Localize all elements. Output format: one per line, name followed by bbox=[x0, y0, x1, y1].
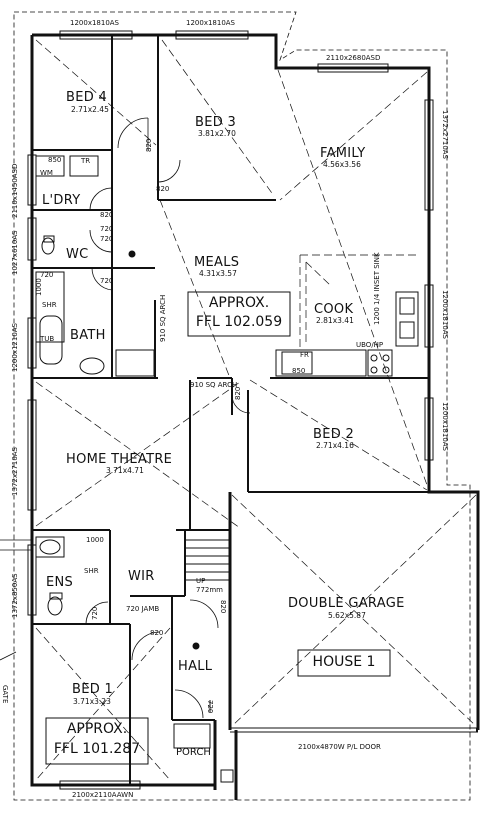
door-width-720-wc2: 720 bbox=[100, 225, 114, 233]
room-wc-name: WC bbox=[66, 247, 89, 262]
fixture-fr: FR bbox=[300, 351, 309, 359]
door-width-720-ens: 720 bbox=[91, 606, 99, 620]
window-cook-right: 1200x1810AS bbox=[441, 290, 449, 340]
door-width-720-entry: 720 bbox=[206, 700, 214, 714]
room-bed2-name: BED 2 bbox=[313, 427, 355, 442]
window-ldry-left: 2110x1450ASD bbox=[11, 163, 19, 218]
ffl-upper-line2: FFL 102.059 bbox=[195, 314, 283, 330]
window-bath-left: 1200x1210AS bbox=[11, 322, 19, 372]
door-width-820-bed4: 820 bbox=[145, 138, 153, 152]
fixture-wm: WM bbox=[40, 169, 53, 177]
room-home-theatre-name: HOME THEATRE bbox=[66, 452, 173, 467]
room-cook-name: COOK bbox=[314, 302, 354, 317]
fixture-ens-shr: SHR bbox=[84, 567, 99, 575]
room-bed3-dim: 3.81x2.70 bbox=[198, 129, 236, 138]
room-ldry-name: L'DRY bbox=[42, 193, 81, 208]
fixture-tub: TUB bbox=[40, 335, 55, 343]
room-bed4-name: BED 4 bbox=[66, 90, 108, 105]
internal-walls bbox=[32, 35, 429, 785]
window-family-top: 2110x2680ASD bbox=[326, 54, 381, 62]
door-width-820-bed3: 820 bbox=[156, 185, 170, 193]
ffl-upper-line1: APPROX. bbox=[208, 295, 270, 311]
ffl-upper-box bbox=[187, 291, 291, 337]
external-walls bbox=[30, 33, 480, 800]
room-bed1-name: BED 1 bbox=[72, 682, 114, 697]
door-width-820-bed2: 820 bbox=[234, 386, 242, 400]
fixture-up: UP bbox=[196, 577, 206, 585]
door-width-720-bath: 720 bbox=[100, 277, 114, 285]
ffl-lower-line1: APPROX. bbox=[66, 721, 128, 737]
door-width-850-fr: 850 bbox=[292, 367, 306, 375]
room-bed3-name: BED 3 bbox=[195, 115, 237, 130]
door-width-720-wc: 720 bbox=[100, 235, 114, 243]
window-ens-left: 1372x850AS bbox=[11, 573, 19, 618]
room-garage-dim: 5.62x5.87 bbox=[328, 611, 366, 620]
door-swings bbox=[85, 117, 251, 719]
room-family-dim: 4.56x3.56 bbox=[323, 160, 361, 169]
fixture-tr: TR bbox=[81, 157, 91, 165]
room-bed4-dim: 2.71x2.45 bbox=[71, 105, 109, 114]
garage-door-label: 2100x4870W P/L DOOR bbox=[298, 743, 381, 751]
garage-door bbox=[230, 727, 478, 733]
room-family-name: FAMILY bbox=[320, 146, 366, 161]
door-width-820-ldry: 820 bbox=[100, 211, 114, 219]
room-meals-dim: 4.31x3.57 bbox=[199, 269, 237, 278]
light-point bbox=[192, 642, 200, 650]
ceiling-lines bbox=[35, 39, 477, 781]
fixture-ubo: UBO/HP bbox=[356, 341, 384, 349]
window-top-mid: 1200x1810AS bbox=[186, 19, 236, 27]
fixture-arch1: 910 SQ ARCH bbox=[159, 294, 167, 342]
house-label: HOUSE 1 bbox=[312, 654, 376, 670]
window-bed1-bottom: 2100x2110AAWN bbox=[72, 791, 134, 799]
room-ens-name: ENS bbox=[46, 575, 74, 590]
house-box bbox=[297, 649, 391, 677]
door-width-850: 850 bbox=[48, 156, 62, 164]
door-width-1000-ens: 1000 bbox=[86, 536, 104, 544]
room-meals-name: MEALS bbox=[194, 255, 240, 270]
room-wir-name: WIR bbox=[128, 569, 155, 584]
fixture-arch2: 910 SQ ARCH bbox=[190, 381, 238, 389]
door-width-820-bed1: 820 bbox=[150, 629, 164, 637]
room-garage-name: DOUBLE GARAGE bbox=[288, 596, 405, 611]
window-wc-left: 1027x610AS bbox=[11, 230, 19, 275]
window-theatre-left: 1372x2710AS bbox=[11, 446, 19, 496]
ffl-lower-line2: FFL 101.287 bbox=[53, 741, 141, 757]
door-width-1000-bath: 1000 bbox=[35, 278, 43, 296]
fixture-sink: 1200 1/4 INSET SINK bbox=[373, 252, 381, 325]
room-bed2-dim: 2.71x4.16 bbox=[316, 441, 354, 450]
room-bed1-dim: 3.71x3.23 bbox=[73, 697, 111, 706]
light-point bbox=[128, 250, 136, 258]
window-family-right: 1372x2710AS bbox=[441, 110, 449, 160]
door-width-720-bath-shr: 720 bbox=[40, 271, 54, 279]
fixtures bbox=[35, 155, 419, 783]
fixture-jamb: 720 JAMB bbox=[126, 605, 160, 613]
room-cook-dim: 2.81x3.41 bbox=[316, 316, 354, 325]
fixture-shr: SHR bbox=[42, 301, 57, 309]
fixture-up-dim: 772mm bbox=[196, 586, 223, 594]
door-width-820-garage: 820 bbox=[219, 600, 227, 614]
room-home-theatre-dim: 3.71x4.71 bbox=[106, 466, 144, 475]
room-porch-name: PORCH bbox=[176, 747, 211, 758]
room-hall-name: HALL bbox=[178, 659, 213, 674]
window-top-left: 1200x1810AS bbox=[70, 19, 120, 27]
fixture-gate: GATE bbox=[1, 685, 9, 704]
ffl-lower-box bbox=[45, 717, 149, 765]
room-bath-name: BATH bbox=[70, 328, 106, 343]
roof-outline bbox=[13, 11, 471, 801]
windows bbox=[27, 30, 434, 790]
window-bed2-right: 1200x1810AS bbox=[441, 402, 449, 452]
